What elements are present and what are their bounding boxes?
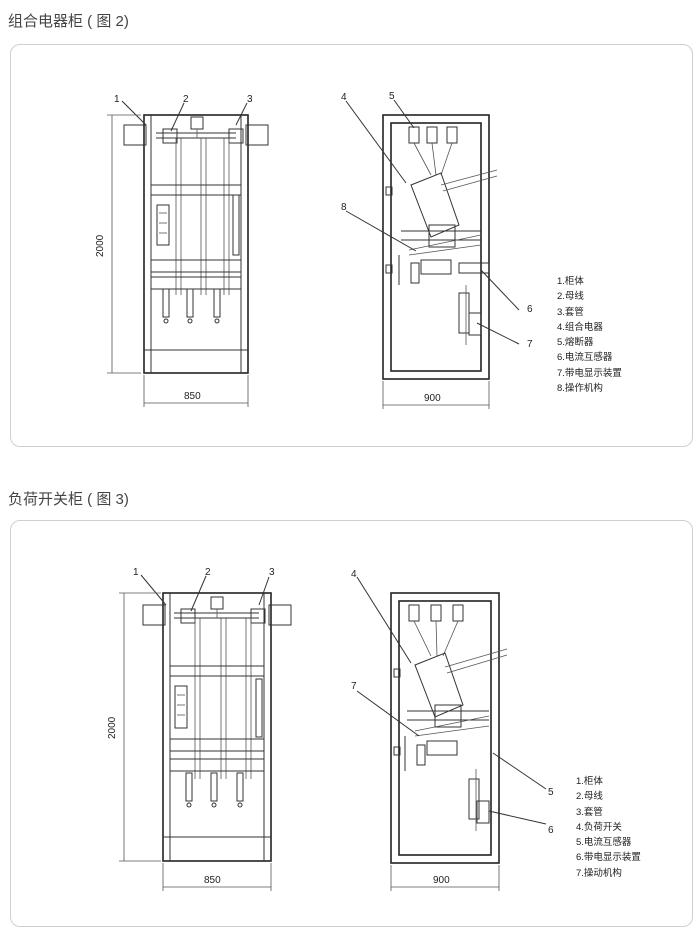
callout-7: 7 [351, 681, 357, 692]
legend-item: 5.熔断器 [557, 337, 594, 349]
side-dimensions: 900 [382, 381, 490, 409]
front-view [123, 114, 269, 374]
side-view [390, 592, 508, 864]
callout-4: 4 [341, 92, 347, 103]
callout-2: 2 [205, 567, 211, 578]
callout-4: 4 [351, 569, 357, 580]
legend-item: 2.母线 [557, 291, 584, 303]
dim-width-side: 900 [424, 393, 441, 404]
diagram-panel: 1 2 3 2000 850 [10, 44, 693, 447]
dim-width-front: 850 [184, 391, 201, 402]
callout-5: 5 [389, 91, 395, 102]
legend-item: 8.操作机构 [557, 383, 603, 395]
callout-3: 3 [247, 94, 253, 105]
dim-height: 2000 [107, 716, 118, 739]
side-leaders: 4 7 5 6 [351, 569, 554, 836]
front-dimensions: 2000 850 [107, 592, 272, 891]
front-dimensions: 2000 850 [95, 114, 249, 407]
front-leaders: 1 2 3 [133, 567, 275, 612]
dim-height: 2000 [95, 234, 106, 257]
switchgear-drawing: 1 2 3 2000 850 [107, 567, 554, 891]
legend-item: 7.操动机构 [576, 867, 622, 879]
callout-1: 1 [133, 567, 139, 578]
front-view [142, 592, 292, 862]
legend-item: 3.套管 [557, 306, 584, 318]
callout-3: 3 [269, 567, 275, 578]
switchgear-drawing: 1 2 3 2000 850 [95, 91, 533, 409]
callout-7: 7 [527, 339, 533, 350]
side-leaders: 4 5 8 6 7 [341, 91, 533, 350]
callout-8: 8 [341, 202, 347, 213]
side-dimensions: 900 [390, 865, 500, 891]
side-view [382, 114, 498, 380]
diagram-panel: 1 2 3 2000 850 [10, 520, 693, 927]
legend-item: 6.带电显示装置 [576, 852, 641, 864]
legend-item: 5.电流互感器 [576, 837, 632, 849]
callout-6: 6 [527, 304, 533, 315]
parts-legend: 1.柜体 2.母线 3.套管 4.组合电器 5.熔断器 6.电流互感器 7.带电… [557, 274, 622, 396]
legend-item: 4.负荷开关 [576, 821, 622, 833]
legend-item: 4.组合电器 [557, 321, 603, 333]
callout-6: 6 [548, 825, 554, 836]
legend-item: 3.套管 [576, 806, 603, 818]
dim-width-front: 850 [204, 875, 221, 886]
section-title: 负荷开关柜 ( 图 3) [8, 491, 129, 508]
callout-5: 5 [548, 787, 554, 798]
callout-1: 1 [114, 94, 120, 105]
legend-item: 6.电流互感器 [557, 352, 613, 364]
legend-item: 1.柜体 [557, 276, 584, 287]
dim-width-side: 900 [433, 875, 450, 886]
legend-item: 1.柜体 [576, 776, 603, 787]
legend-item: 2.母线 [576, 791, 603, 803]
parts-legend: 1.柜体 2.母线 3.套管 4.负荷开关 5.电流互感器 6.带电显示装置 7… [576, 774, 641, 881]
front-leaders: 1 2 3 [114, 94, 253, 132]
callout-2: 2 [183, 94, 189, 105]
legend-item: 7.带电显示装置 [557, 367, 622, 379]
section-title: 组合电器柜 ( 图 2) [8, 13, 129, 30]
